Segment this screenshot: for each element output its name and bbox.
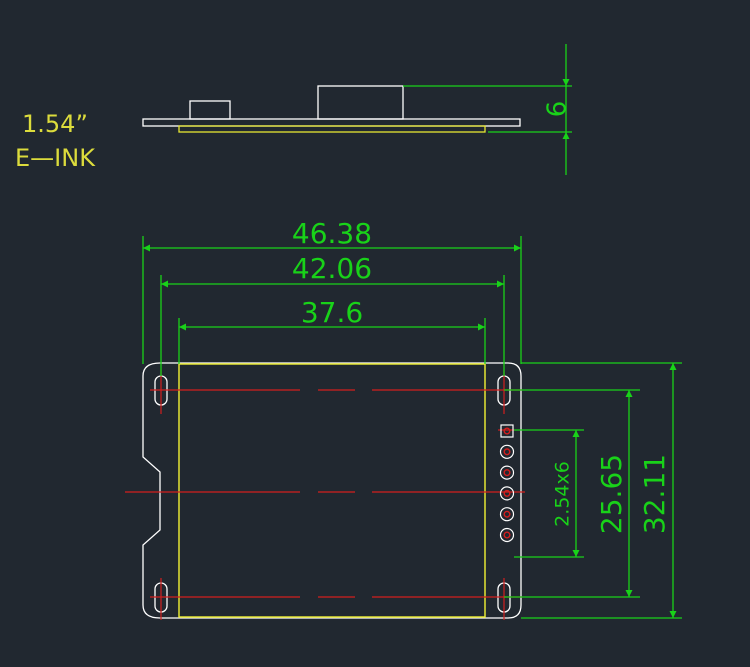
header-pin-hole <box>503 427 511 435</box>
dim-pin-pitch: 2.54x6 <box>552 461 574 527</box>
header-pin-hole <box>503 510 511 518</box>
dim-height-overall: 32.11 <box>638 454 671 534</box>
display-area <box>178 363 486 618</box>
header-pin-1-square <box>500 424 514 438</box>
vertical-dimensions <box>504 362 682 619</box>
header-pins <box>499 424 515 543</box>
header-pin-hole <box>503 469 511 477</box>
dim-width-display: 37.6 <box>301 296 363 329</box>
title-type: E—INK <box>15 144 96 172</box>
dim-width-mount: 42.06 <box>292 252 372 285</box>
board-outline <box>142 362 522 619</box>
centerlines <box>125 370 525 620</box>
front-view <box>125 362 525 620</box>
header-pin-pad <box>499 486 515 501</box>
header-pin-hole <box>503 448 511 456</box>
side-view-connector-block <box>189 100 231 120</box>
dim-height-side: 6 <box>543 101 573 118</box>
title-block: 1.54” E—INK <box>15 110 96 172</box>
side-view-dimension <box>403 44 572 175</box>
header-pin-pad <box>499 444 515 459</box>
mount-holes <box>154 375 511 613</box>
dim-height-mount: 25.65 <box>595 454 628 534</box>
header-pin-pad <box>499 465 515 480</box>
side-view-component-block <box>317 85 404 120</box>
horizontal-dimensions <box>142 236 522 376</box>
header-pin-hole <box>503 489 511 497</box>
side-view-panel <box>178 125 486 133</box>
side-view-pcb <box>142 118 521 127</box>
header-pin-pad <box>499 507 515 522</box>
title-size: 1.54” <box>22 110 88 138</box>
dim-width-overall: 46.38 <box>292 217 372 250</box>
header-pin-pad <box>499 527 515 543</box>
header-pin-hole <box>503 531 511 539</box>
side-view <box>142 85 521 133</box>
